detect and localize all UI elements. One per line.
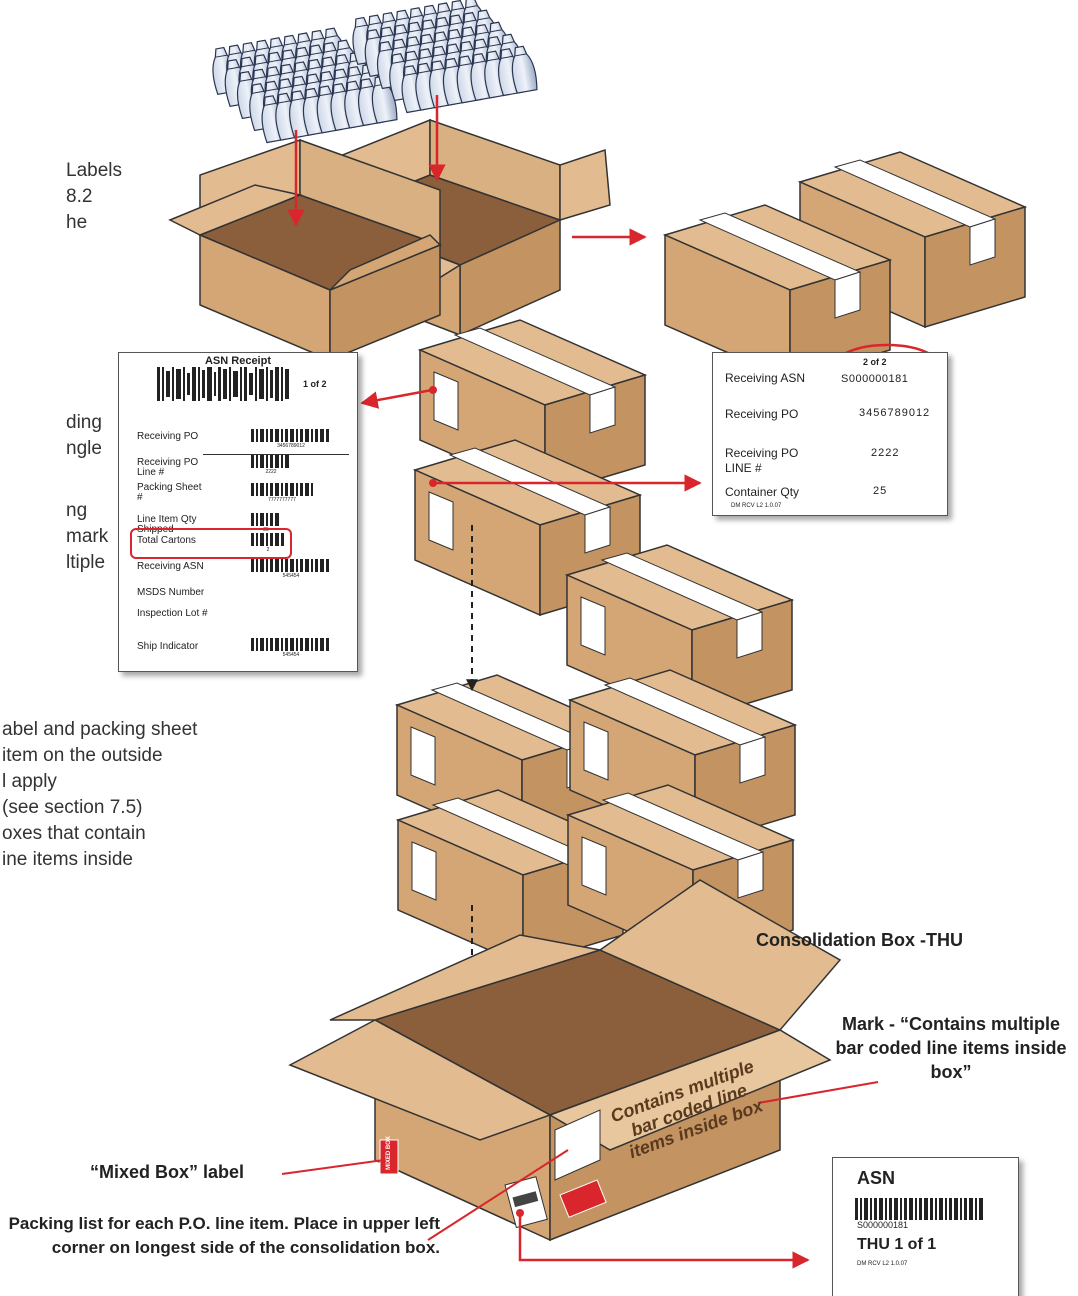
row-receiving-asn-value: 545454	[282, 573, 300, 579]
thu-label: ASN S000000181 THU 1 of 1 DM RCV L2 1.0.…	[832, 1157, 1019, 1296]
barcode-po-line	[251, 455, 289, 468]
row-packing-sheet-label: Packing Sheet #	[137, 482, 202, 503]
left-text-12: (see section 7.5)	[2, 797, 143, 818]
asn-receipt-title: ASN Receipt	[204, 355, 272, 367]
mixed-box-annotation: “Mixed Box” label	[90, 1162, 245, 1182]
row-inspection-lot-label: Inspection Lot #	[137, 608, 208, 619]
receiving-asn-value: S000000181	[841, 373, 909, 385]
2d-barcode	[157, 367, 289, 401]
asn-receipt-label: ASN Receipt 1 of 2 Receiving PO 34567890…	[118, 352, 358, 672]
mixed-box-line	[281, 1159, 385, 1175]
thu-label-title: ASN	[857, 1168, 896, 1188]
thu-code: S000000181	[857, 1220, 909, 1230]
thu-count: THU 1 of 1	[857, 1236, 937, 1253]
mixed-box-sticker-text: MIXED BOX	[386, 1136, 392, 1170]
thu-barcode	[855, 1198, 983, 1220]
left-text-1: Labels	[66, 160, 122, 181]
barcode-receiving-po	[251, 429, 329, 442]
left-text-4: ding	[66, 412, 102, 433]
left-text-10: item on the outside	[2, 745, 163, 766]
barcode-ship-indicator	[251, 638, 329, 651]
open-box-front	[168, 138, 443, 362]
receiving-po-line-value: 2222	[871, 447, 900, 459]
row-receiving-po-label: Receiving PO	[137, 431, 199, 442]
row-ship-indicator-value: 545454	[282, 652, 300, 658]
left-text-3: he	[66, 212, 88, 233]
left-text-6: ng	[66, 500, 88, 521]
left-text-7: mark	[66, 526, 109, 547]
mark-line	[757, 1081, 879, 1104]
row-receiving-asn-label: Receiving ASN	[137, 561, 204, 572]
barcode-total-cartons	[251, 533, 284, 546]
left-text-11: l apply	[2, 771, 57, 792]
left-text-9: abel and packing sheet	[2, 719, 198, 740]
row-po-line-label: Receiving PO Line #	[137, 457, 199, 478]
mark-annotation: Mark - “Contains multiple bar coded line…	[835, 1014, 1067, 1082]
container-qty-label: Container Qty	[725, 485, 800, 499]
arrow-to-asn-receipt	[360, 388, 433, 409]
total-cartons-highlight	[130, 528, 292, 559]
receiving-label-footer: DM RCV L2 1.0.07	[731, 503, 782, 509]
left-text-8: ltiple	[66, 552, 106, 573]
consolidation-box	[288, 879, 842, 1242]
receiving-po-label: Receiving PO	[725, 407, 799, 421]
barcode-packing-sheet	[251, 483, 313, 496]
asn-receipt-page: 1 of 2	[303, 379, 327, 389]
packing-list-annotation: Packing list for each P.O. line item. Pl…	[8, 1214, 440, 1257]
barcode-qty-shipped	[251, 513, 279, 526]
left-text-13: oxes that contain	[2, 823, 146, 844]
row-po-line-value: 2222	[265, 469, 277, 475]
left-text-14: ine items inside	[2, 849, 133, 870]
row-packing-sheet-value: 7777777777	[268, 497, 296, 503]
row-qty-shipped-value: 25	[263, 527, 269, 533]
receiving-label: 2 of 2 Receiving ASN S000000181 Receivin…	[712, 352, 948, 516]
row-total-cartons-value: 2	[266, 547, 270, 553]
divider	[203, 454, 349, 455]
row-msds-label: MSDS Number	[137, 587, 205, 598]
left-text-5: ngle	[66, 438, 102, 459]
row-receiving-po-value: 3456789012	[277, 443, 305, 449]
packing-list-line	[427, 1149, 569, 1241]
left-text-2: 8.2	[66, 186, 93, 207]
row-ship-indicator-label: Ship Indicator	[137, 641, 199, 652]
barcode-receiving-asn	[251, 559, 329, 572]
receiving-po-line-label: Receiving PO LINE #	[725, 446, 799, 475]
receiving-asn-label: Receiving ASN	[725, 371, 806, 385]
thu-label-footer: DM RCV L2 1.0.07	[857, 1261, 908, 1267]
arrow-to-thu-label	[518, 1213, 810, 1269]
consolidation-box-title: Consolidation Box -THU	[756, 930, 963, 950]
receiving-po-value: 3456789012	[859, 407, 931, 419]
row-total-cartons-label: Total Cartons	[137, 535, 196, 546]
container-qty-value: 25	[873, 485, 888, 497]
receiving-label-page: 2 of 2	[863, 357, 887, 367]
